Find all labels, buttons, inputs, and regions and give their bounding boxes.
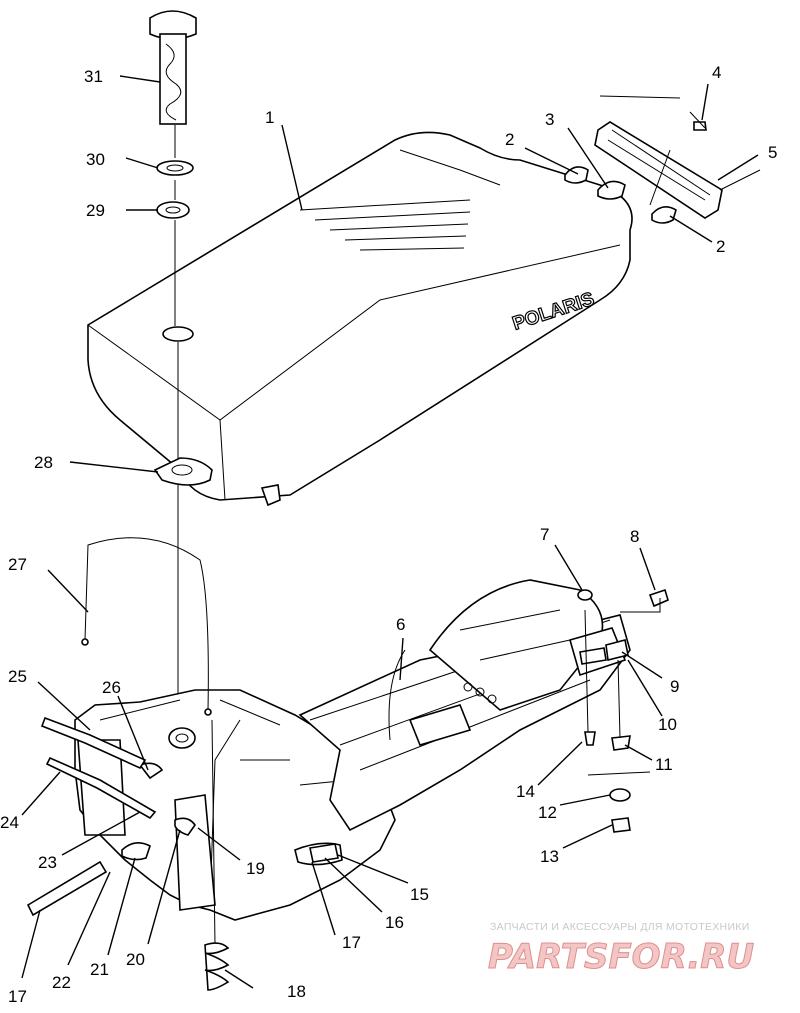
chassis-base-drawing — [294, 579, 631, 866]
callout-19: 19 — [246, 859, 265, 878]
seat-drawing: POLARIS — [87, 131, 633, 507]
callout-21: 21 — [90, 960, 109, 979]
callout-31: 31 — [84, 67, 103, 86]
callout-9: 9 — [670, 677, 679, 696]
watermark-caption: ЗАПЧАСТИ И АКСЕССУАРЫ ДЛЯ МОТОТЕХНИКИ — [490, 921, 750, 933]
watermark: ЗАПЧАСТИ И АКСЕССУАРЫ ДЛЯ МОТОТЕХНИКИ PA… — [488, 921, 755, 978]
callout-24: 24 — [0, 813, 19, 832]
callout-23: 23 — [38, 853, 57, 872]
hardware-drawing — [577, 588, 669, 833]
callout-29: 29 — [86, 201, 105, 220]
callout-6: 6 — [396, 615, 405, 634]
callout-30: 30 — [86, 150, 105, 169]
callout-27: 27 — [8, 555, 27, 574]
gasket-drawing — [153, 457, 213, 486]
callout-17a: 17 — [342, 933, 361, 952]
leader-lines — [21, 75, 759, 989]
callout-labels: 1 2 2 3 4 5 6 7 8 9 10 11 12 13 14 15 16… — [0, 63, 777, 1006]
callout-7: 7 — [540, 525, 549, 544]
callout-2a: 2 — [505, 130, 514, 149]
watermark-logo: PARTSFOR.RU — [488, 937, 754, 977]
callout-15: 15 — [410, 885, 429, 904]
callout-20: 20 — [126, 950, 145, 969]
callout-1: 1 — [265, 108, 274, 127]
callout-28: 28 — [34, 453, 53, 472]
taillight-drawing — [564, 95, 761, 224]
callout-18: 18 — [287, 982, 306, 1001]
callout-26: 26 — [102, 678, 121, 697]
callout-2b: 2 — [716, 237, 725, 256]
callout-14: 14 — [516, 782, 535, 801]
callout-8: 8 — [630, 527, 639, 546]
callout-4: 4 — [712, 63, 721, 82]
callout-12: 12 — [538, 803, 557, 822]
callout-5: 5 — [768, 143, 777, 162]
callout-11: 11 — [655, 755, 673, 774]
fuel-line-drawing — [26, 537, 230, 991]
callout-25: 25 — [8, 667, 27, 686]
callout-3: 3 — [545, 110, 554, 129]
callout-16: 16 — [385, 913, 404, 932]
callout-22: 22 — [52, 973, 71, 992]
callout-13: 13 — [540, 847, 559, 866]
callout-10: 10 — [658, 715, 677, 734]
fuel-cap-drawing — [149, 10, 197, 720]
callout-17b: 17 — [8, 987, 27, 1006]
